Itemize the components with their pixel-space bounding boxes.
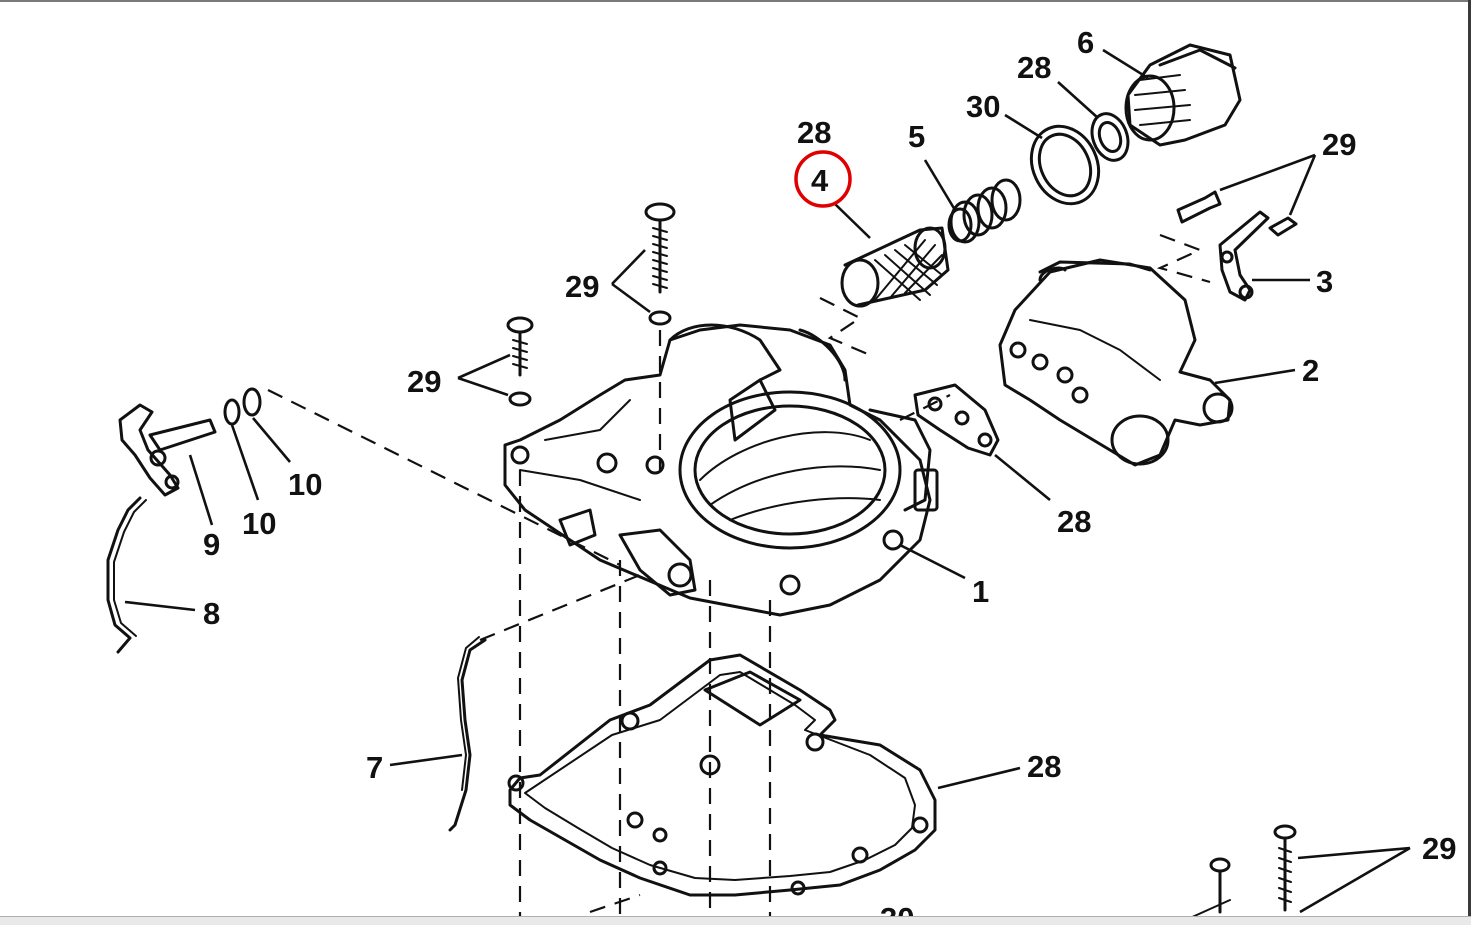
viewer-bottom-scroll-edge[interactable] xyxy=(0,916,1471,925)
label-part-29-a: 29 xyxy=(1322,127,1356,162)
choke-linkage-9-10 xyxy=(118,387,262,497)
label-part-6: 6 xyxy=(1077,25,1094,60)
fuel-inlet-housing xyxy=(998,258,1234,467)
base-gasket-28 xyxy=(507,653,937,897)
assembly-dash-lines xyxy=(267,233,1211,918)
label-part-28-c: 28 xyxy=(1057,504,1091,539)
label-part-10-a: 10 xyxy=(288,467,322,502)
leader-lines xyxy=(124,48,1411,914)
label-part-30-a: 30 xyxy=(966,89,1000,124)
label-part-28-b: 28 xyxy=(1017,50,1051,85)
spring xyxy=(947,178,1022,244)
label-part-10-b: 10 xyxy=(242,506,276,541)
label-part-8: 8 xyxy=(203,596,220,631)
rod-7 xyxy=(448,636,487,832)
label-part-29-b: 29 xyxy=(565,269,599,304)
gasket-flange-28 xyxy=(913,383,1000,457)
label-part-28-a: 28 xyxy=(797,115,831,150)
label-part-29-c: 29 xyxy=(407,364,441,399)
gasket-ring-30 xyxy=(1029,124,1101,206)
carburetor-body xyxy=(503,323,939,617)
label-part-9: 9 xyxy=(203,527,220,562)
screws-29 xyxy=(506,190,1298,919)
viewer-right-border xyxy=(1468,0,1471,925)
label-part-7: 7 xyxy=(366,750,383,785)
label-part-5: 5 xyxy=(908,119,925,154)
part-labels: 1 2 3 4 5 6 7 8 9 10 10 28 28 28 28 29 2… xyxy=(203,25,1456,925)
gasket-ring-28-top xyxy=(1090,112,1130,162)
highlight-circle xyxy=(794,150,852,208)
viewer-top-border xyxy=(0,0,1471,2)
inlet-fitting-nut xyxy=(1124,43,1242,147)
label-part-3: 3 xyxy=(1316,264,1333,299)
label-part-1: 1 xyxy=(972,574,989,609)
choke-rod-8 xyxy=(106,496,147,654)
label-part-28-d: 28 xyxy=(1027,749,1061,784)
label-part-4: 4 xyxy=(811,163,829,198)
bracket xyxy=(1218,210,1270,302)
label-part-2: 2 xyxy=(1302,353,1319,388)
label-part-29-d: 29 xyxy=(1422,831,1456,866)
fuel-filter xyxy=(840,226,950,308)
